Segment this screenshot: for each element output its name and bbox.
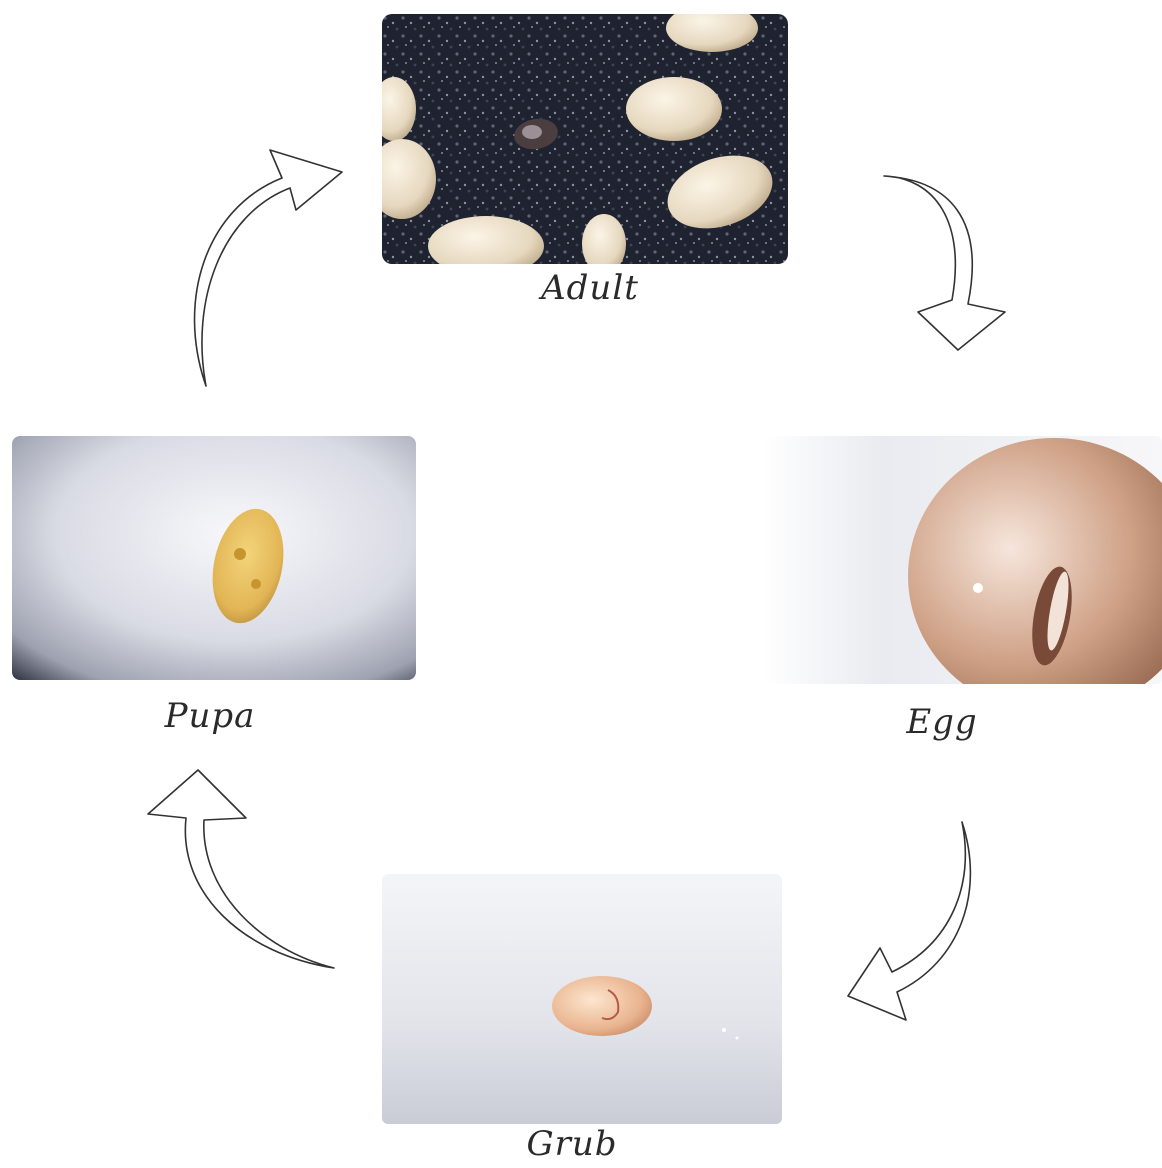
arrow-grub-to-pupa-icon	[148, 770, 334, 968]
pupa-photo	[12, 436, 416, 680]
egg-label: Egg	[906, 702, 977, 742]
grub-label: Grub	[526, 1124, 617, 1164]
arrow-adult-to-egg-icon	[884, 176, 1005, 350]
pupa-label: Pupa	[165, 696, 256, 736]
arrow-pupa-to-adult-icon	[195, 150, 342, 386]
egg-photo	[762, 436, 1162, 684]
grub-photo	[382, 874, 782, 1124]
adult-photo	[382, 14, 788, 264]
adult-label: Adult	[541, 268, 639, 308]
arrow-egg-to-grub-icon	[848, 822, 970, 1020]
